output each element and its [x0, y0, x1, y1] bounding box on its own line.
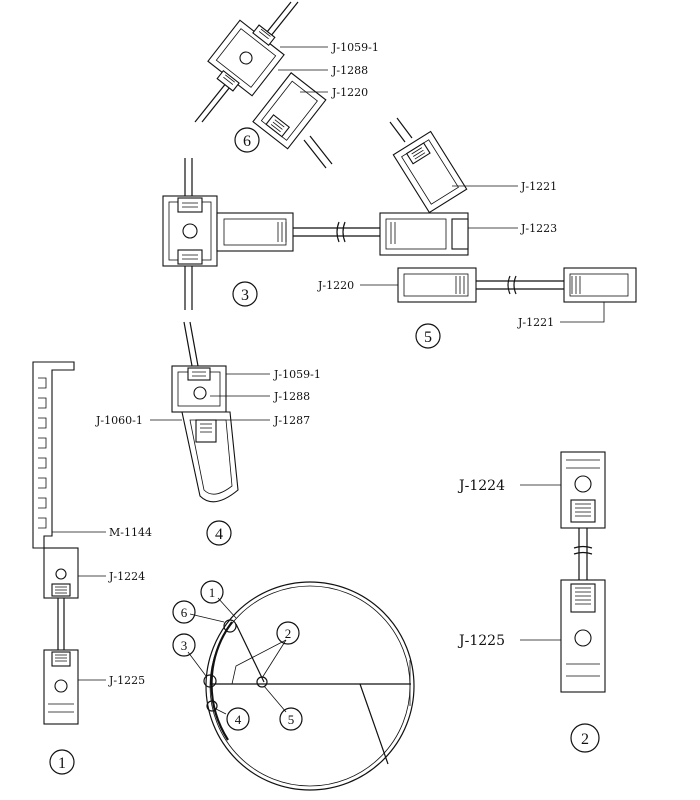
plan-callout-6-circle	[172, 600, 196, 624]
plan-callout-4-circle	[226, 707, 250, 731]
plan-callout-1: 1	[209, 585, 216, 600]
detail-3-break-mark	[336, 221, 346, 243]
plan-callout-4: 4	[235, 712, 242, 727]
detail-6-label-3: J-1220	[331, 86, 368, 99]
detail-4-label-1: J-1059-1	[273, 368, 321, 381]
circular-plan: 1 6 3 2 4 5	[172, 580, 415, 791]
detail-2: J-1224 J-1225 2	[457, 451, 606, 753]
detail-6-label-2: J-1288	[331, 64, 368, 77]
detail-5-number-circle	[415, 323, 441, 349]
detail-6-number: 6	[243, 133, 251, 150]
detail-5-label-3: J-1220	[317, 279, 354, 292]
detail-3-number: 3	[241, 287, 249, 304]
detail-2-number: 2	[581, 731, 589, 748]
detail-1-label-3: J-1225	[108, 674, 145, 687]
plan-outer-circle	[205, 581, 415, 791]
detail-3-number-circle	[232, 281, 258, 307]
plan-callout-2: 2	[285, 626, 292, 641]
detail-5-number: 5	[424, 329, 432, 346]
plan-node-3	[203, 674, 217, 688]
detail-5-angled-tube	[392, 130, 468, 214]
detail-2-label-1: J-1224	[457, 478, 505, 494]
detail-6: J-1059-1 J-1288 J-1220 6	[194, 1, 379, 169]
plan-callout-6: 6	[181, 605, 188, 620]
plan-callout-2-circle	[276, 621, 300, 645]
detail-1-number-circle	[49, 749, 75, 775]
detail-6-label-1: J-1059-1	[331, 41, 379, 54]
detail-1-m1144-profile	[32, 361, 75, 549]
detail-4-label-2: J-1288	[273, 390, 310, 403]
plan-callout-5-circle	[279, 707, 303, 731]
plan-node-4	[206, 700, 218, 712]
detail-5-label-1: J-1221	[520, 180, 557, 193]
plan-callout-3-circle	[172, 633, 196, 657]
plan-curved-wall	[210, 621, 233, 741]
detail-4-number-circle	[206, 520, 232, 546]
detail-2-number-circle	[570, 723, 600, 753]
detail-5-label-2: J-1223	[520, 222, 557, 235]
plan-node-5	[256, 676, 268, 688]
plan-callout-1-circle	[200, 580, 224, 604]
detail-5-tube-right	[563, 267, 637, 303]
detail-4-mullion	[183, 321, 193, 367]
detail-6-number-circle	[234, 127, 260, 153]
detail-4-label-3: J-1060-1	[95, 414, 143, 427]
detail-5-label-4: J-1221	[517, 316, 554, 329]
detail-3: 3	[162, 158, 380, 310]
detail-4-number: 4	[215, 526, 223, 543]
detail-5: J-1221 J-1223 J-1220 J-1221 5	[317, 117, 637, 349]
detail-4: J-1059-1 J-1288 J-1060-1 J-1287 4	[95, 321, 321, 546]
detail-2-label-2: J-1225	[457, 633, 505, 649]
plan-callout-5: 5	[288, 712, 295, 727]
detail-5-leader-4	[560, 302, 605, 323]
detail-1-label-2: J-1224	[108, 570, 145, 583]
detail-1: M-1144 J-1224 J-1225 1	[32, 361, 152, 775]
plan-node-6	[223, 619, 237, 633]
detail-1-number: 1	[58, 755, 66, 772]
detail-1-label-1: M-1144	[109, 526, 152, 539]
plan-callout-3: 3	[181, 638, 188, 653]
detail-4-label-4: J-1287	[273, 414, 310, 427]
